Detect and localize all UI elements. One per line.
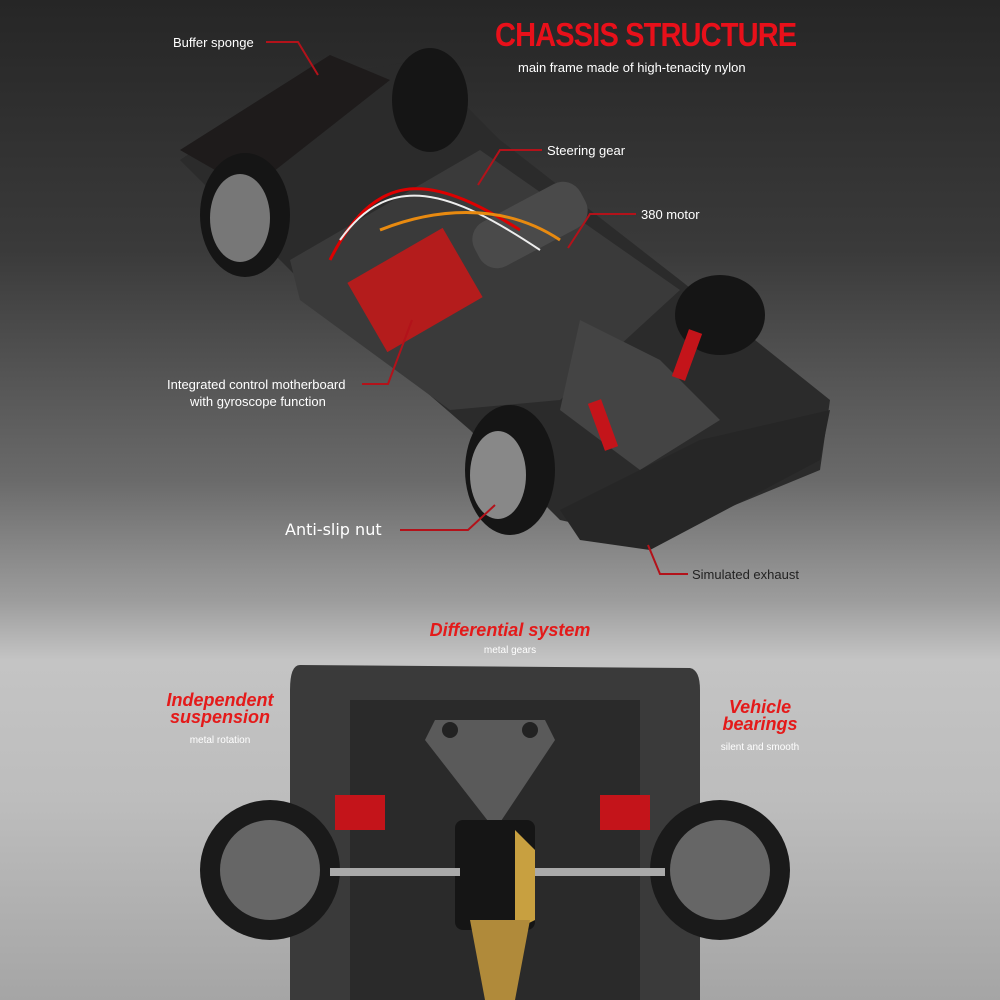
spring	[335, 795, 385, 830]
bearings-title-line2: bearings	[722, 714, 798, 734]
suspension-title-line1: Independent	[166, 690, 274, 710]
wheel	[392, 48, 468, 152]
spring	[600, 795, 650, 830]
feature-differential-subtitle: metal gears	[483, 645, 537, 656]
bearings-title-line1: Vehicle	[728, 697, 792, 717]
diff-gear	[515, 830, 535, 930]
suspension-title-line2: suspension	[169, 707, 271, 727]
differential-closeup	[200, 665, 790, 1000]
feature-bearings-subtitle: silent and smooth	[720, 742, 800, 753]
feature-bearings-title: Vehicle bearings	[700, 697, 820, 734]
callout-motherboard-line1: Integrated control motherboard	[167, 377, 346, 392]
exhaust-bumper	[560, 410, 830, 550]
page-title: CHASSIS STRUCTURE	[495, 16, 797, 53]
callout-380-motor: 380 motor	[641, 207, 700, 222]
motherboard	[347, 227, 483, 353]
leader-lines	[266, 41, 688, 575]
feature-suspension-title: Independent suspension	[160, 690, 280, 727]
callout-motherboard-line2: with gyroscope function	[190, 394, 326, 409]
chassis-top-view	[180, 48, 830, 550]
feature-differential-title: Differential system	[429, 620, 591, 640]
callout-steering-gear: Steering gear	[547, 143, 626, 158]
callout-buffer-sponge: Buffer sponge	[173, 35, 254, 50]
callout-anti-slip-nut: Anti-slip nut	[285, 520, 382, 539]
page-subtitle: main frame made of high-tenacity nylon	[518, 60, 746, 75]
feature-suspension-subtitle: metal rotation	[189, 735, 251, 746]
callout-simulated-exhaust: Simulated exhaust	[692, 567, 799, 582]
